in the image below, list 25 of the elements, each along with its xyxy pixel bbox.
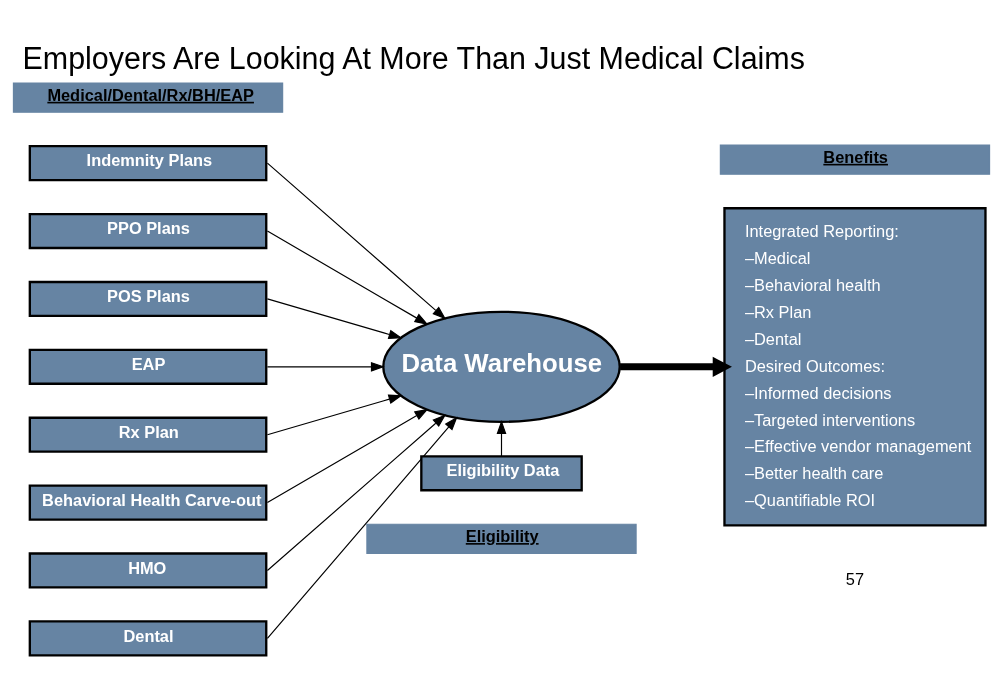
diagram-title: Employers Are Looking At More Than Just Medical Claims (22, 40, 805, 75)
node-box: Medical/Dental/Rx/BH/EAP (12, 81, 284, 113)
node-box: Eligibility (366, 523, 637, 554)
node-box: Indemnity Plans (28, 144, 268, 181)
label: 57 (845, 569, 865, 588)
node-box: POS Plans (28, 280, 268, 317)
arrow (266, 229, 429, 325)
node-box: Rx Plan (28, 416, 268, 453)
node-box: PPO Plans (28, 212, 268, 249)
node-box: EAP (28, 348, 268, 385)
arrow (266, 394, 403, 435)
node-box: HMO (28, 551, 268, 589)
node-box: Behavioral Health Carve-out (28, 483, 268, 521)
arrow (266, 413, 447, 571)
arrow (266, 297, 403, 339)
arrow (266, 408, 429, 503)
node-box: Integrated Reporting: –Medical –Behavioral health –Rx Plan –Dental Desired Outcomes: –Informed decisions –Targeted interventions –Effective vendor management –Better health care –Quantifiable ROI (723, 206, 987, 527)
arrow (620, 356, 732, 377)
node-box: Dental (28, 619, 268, 656)
arrow (266, 162, 447, 319)
node-box: Benefits (719, 143, 991, 175)
arrow (266, 361, 385, 372)
node-box: Eligibility Data (420, 454, 583, 491)
arrow (496, 419, 507, 457)
arrow (266, 416, 458, 639)
